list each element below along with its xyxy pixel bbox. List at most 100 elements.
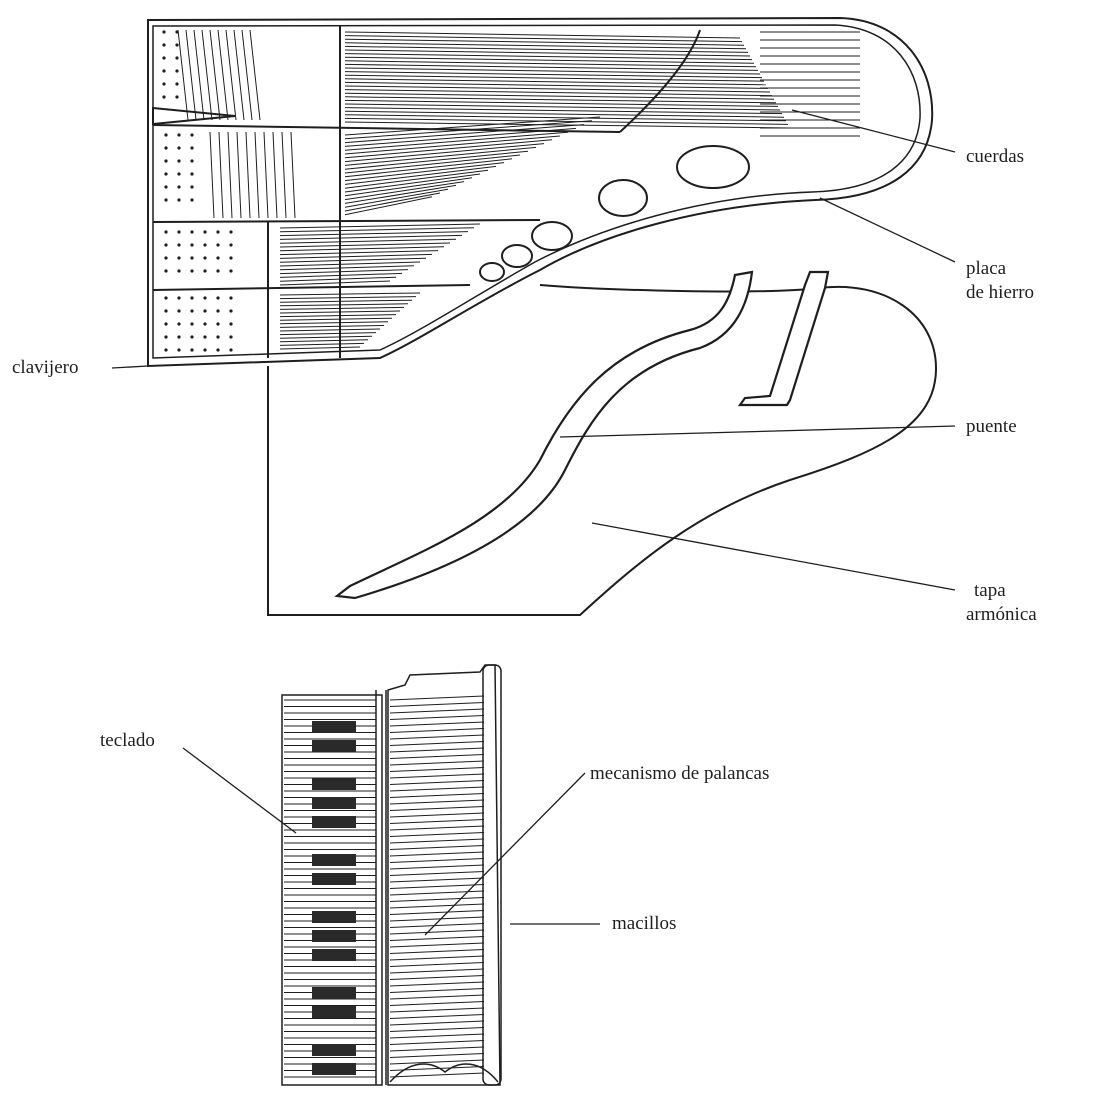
black-key <box>312 911 356 923</box>
action-line <box>390 696 484 700</box>
pin-dot <box>177 335 180 338</box>
black-key <box>312 873 356 885</box>
pin-dot <box>177 269 180 272</box>
pin-dot <box>190 159 193 162</box>
black-key <box>312 778 356 790</box>
pin-dot <box>203 309 206 312</box>
action-line <box>390 917 484 921</box>
leader-clavijero <box>112 366 148 368</box>
string-line <box>280 266 414 270</box>
string-line <box>345 111 784 117</box>
pin-dot <box>164 172 167 175</box>
action-line <box>390 898 484 902</box>
label-placa-line2: de hierro <box>966 282 1034 304</box>
pin-dot <box>164 198 167 201</box>
string-line <box>345 72 762 78</box>
action-line <box>390 820 484 824</box>
string-line <box>345 104 780 110</box>
string-line <box>280 254 432 258</box>
pin-dot <box>177 256 180 259</box>
pin-dot <box>162 56 165 59</box>
string-line <box>345 39 744 45</box>
pin-dot <box>164 243 167 246</box>
pin-dot <box>175 56 178 59</box>
pin-dot <box>164 296 167 299</box>
string-line <box>345 108 782 114</box>
string-line <box>345 36 742 42</box>
action-line <box>390 937 484 941</box>
action-line <box>390 943 484 947</box>
action-line <box>390 989 484 993</box>
action-line <box>390 1008 484 1012</box>
label-tapa-line1: tapa <box>974 580 1006 602</box>
action-line <box>390 748 484 752</box>
frame-hole-3 <box>532 222 572 250</box>
black-key <box>312 1006 356 1018</box>
pin-dot <box>203 256 206 259</box>
black-key <box>312 987 356 999</box>
pin-dot <box>177 146 180 149</box>
action-line <box>390 963 484 967</box>
pin-dot <box>175 69 178 72</box>
action-line <box>390 852 484 856</box>
action-line <box>390 833 484 837</box>
action-line <box>390 859 484 863</box>
pin-dot <box>190 322 193 325</box>
pin-dot <box>177 159 180 162</box>
pin-dot <box>216 335 219 338</box>
string-line <box>280 251 438 255</box>
pin-dot <box>175 95 178 98</box>
pin-dot <box>203 348 206 351</box>
string-line <box>280 293 420 295</box>
pin-dot <box>229 256 232 259</box>
action-line <box>390 1060 484 1064</box>
action-line <box>390 969 484 973</box>
action-line <box>390 878 484 882</box>
action-line <box>390 891 484 895</box>
pin-dot <box>164 256 167 259</box>
action-line <box>390 826 484 830</box>
string-line <box>345 86 770 92</box>
pin-dot <box>190 309 193 312</box>
pin-dot <box>175 82 178 85</box>
string-line <box>280 307 404 309</box>
action-line <box>390 800 484 804</box>
bridge-long <box>337 272 752 598</box>
pin-dot <box>190 198 193 201</box>
action-line <box>390 768 484 772</box>
action-line <box>390 787 484 791</box>
pin-dot <box>216 296 219 299</box>
frame-strut-2 <box>153 220 540 222</box>
pin-dot <box>216 348 219 351</box>
black-key <box>312 1063 356 1075</box>
string-line <box>280 322 388 324</box>
pin-dot <box>162 30 165 33</box>
string-line <box>280 333 376 335</box>
label-teclado: teclado <box>100 730 155 752</box>
string-line <box>280 239 456 243</box>
pin-dot <box>177 296 180 299</box>
pin-dot <box>175 43 178 46</box>
string-line <box>226 30 236 120</box>
action-line <box>390 930 484 934</box>
string-line <box>280 224 480 228</box>
string-line <box>280 232 468 236</box>
action-line <box>390 1041 484 1045</box>
pin-dot <box>164 185 167 188</box>
leader-placa <box>820 198 955 262</box>
leader-lines <box>112 110 955 935</box>
action-line <box>390 1054 484 1058</box>
action-line <box>390 1028 484 1032</box>
string-line <box>280 262 420 266</box>
string-line <box>280 325 384 327</box>
action-line <box>390 794 484 798</box>
keyboard-frame <box>282 695 382 1085</box>
action-line <box>390 807 484 811</box>
string-line <box>280 247 444 251</box>
string-line <box>345 93 774 99</box>
string-line <box>345 75 764 81</box>
action-line <box>390 703 484 707</box>
action-line <box>390 722 484 726</box>
pin-dot <box>177 230 180 233</box>
